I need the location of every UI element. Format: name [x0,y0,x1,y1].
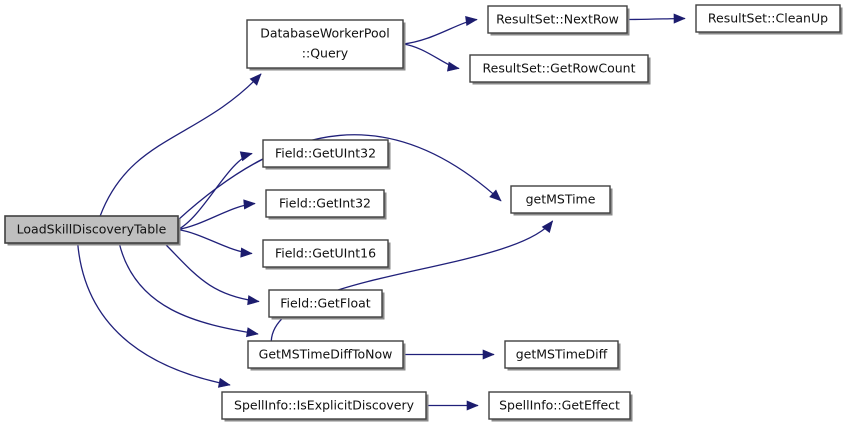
node-box[interactable] [246,19,404,69]
edge-root-to-getmstimedifftonow [118,242,259,335]
edge-root-to-field-getint32 [177,202,256,231]
node-box[interactable] [695,4,841,33]
graph-node-resultset-getrowcount[interactable]: ResultSet::GetRowCount [469,54,651,85]
node-box[interactable] [262,139,389,168]
edge-layer [77,13,686,411]
graph-node-loadskilldiscoverytable[interactable]: LoadSkillDiscoveryTable [4,215,181,246]
graph-node-field-getfloat[interactable]: Field::GetFloat [268,289,385,320]
edge-getmstimedifftonow-to-getmstime [270,220,554,342]
edge-root-to-dbworkerpool-query [99,73,262,217]
graph-node-spellinfo-geteffect[interactable]: SpellInfo::GetEffect [488,391,633,422]
arrowhead-dbworkerpool-query-to-resultset-getrowcount [446,61,460,72]
edge-root-to-getmstime [177,134,502,221]
arrowhead-getmstimedifftonow-to-getmstime [541,220,554,234]
node-box[interactable] [247,340,404,369]
edge-root-to-spellinfo-isexplicitdiscovery [77,242,231,386]
graph-node-getmstime[interactable]: getMSTime [510,185,613,216]
node-box[interactable] [221,391,427,420]
node-box[interactable] [268,289,383,318]
graph-node-resultset-cleanup[interactable]: ResultSet::CleanUp [695,4,843,35]
graph-node-field-getuint32[interactable]: Field::GetUInt32 [262,139,391,170]
node-box[interactable] [510,185,611,214]
edge-root-to-field-getuint16 [177,228,253,255]
arrowhead-spellinfo-isexplicitdiscovery-to-spellinfo-geteffect [466,400,479,411]
arrowhead-dbworkerpool-query-to-resultset-nextrow [465,15,478,26]
node-box[interactable] [262,239,389,268]
arrowhead-root-to-field-getuint32 [239,151,253,162]
arrowhead-resultset-nextrow-to-resultset-cleanup [673,13,686,24]
graph-node-getmstimediff[interactable]: getMSTimeDiff [504,340,621,371]
node-box[interactable] [488,391,631,420]
edge-dbworkerpool-query-to-resultset-nextrow [402,18,478,45]
arrowhead-getmstimedifftonow-to-getmstimediff [482,349,495,360]
graph-node-field-getuint16[interactable]: Field::GetUInt16 [262,239,391,270]
node-box[interactable] [265,189,385,218]
edge-root-to-field-getuint32 [177,152,253,231]
arrowhead-root-to-field-getint32 [243,199,256,210]
node-layer: LoadSkillDiscoveryTable DatabaseWorkerPoo… [4,4,843,422]
arrowhead-root-to-field-getfloat [247,295,260,306]
arrowhead-root-to-getmstime [489,189,502,202]
edge-root-to-field-getfloat [163,242,260,303]
arrowhead-root-to-field-getuint16 [240,247,253,258]
arrowhead-root-to-spellinfo-isexplicitdiscovery [217,377,231,388]
graph-node-spellinfo-isexplicitdiscovery[interactable]: SpellInfo::IsExplicitDiscovery [221,391,429,422]
node-box[interactable] [469,54,649,83]
node-box[interactable] [487,5,628,34]
graph-node-field-getint32[interactable]: Field::GetInt32 [265,189,387,220]
arrowhead-root-to-dbworkerpool-query [249,73,262,86]
node-box[interactable] [504,340,619,369]
arrowhead-root-to-getmstimedifftonow [246,327,259,338]
node-box-current[interactable] [4,215,179,244]
graph-node-getmstimedifftonow[interactable]: GetMSTimeDiffToNow [247,340,406,371]
graph-node-resultset-nextrow[interactable]: ResultSet::NextRow [487,5,630,36]
graph-node-databaseworkerpool-query[interactable]: DatabaseWorkerPool::Query [246,19,406,71]
